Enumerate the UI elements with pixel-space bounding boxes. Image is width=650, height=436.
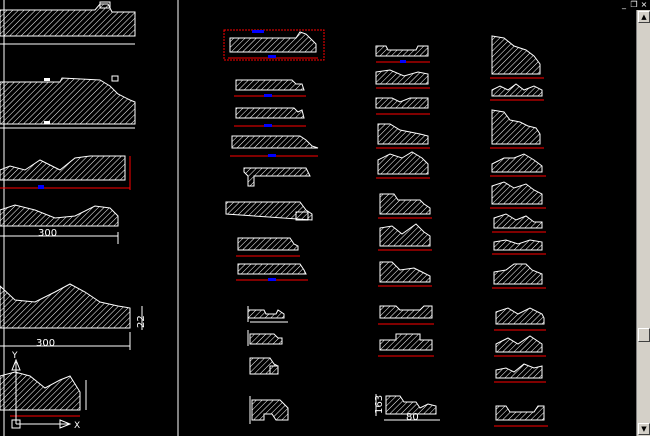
ucs-x-label: X	[74, 421, 80, 431]
dimension-300-upper: 300	[38, 228, 57, 239]
profile-left-2	[0, 75, 136, 129]
profile-col4-10	[494, 335, 546, 357]
profile-col2-8	[236, 263, 308, 281]
profile-col4-5	[490, 181, 546, 209]
profile-col3-1	[375, 45, 430, 63]
profile-col3-7	[378, 223, 432, 251]
profile-left-3	[0, 155, 131, 190]
ucs-y-label: Y	[11, 351, 18, 361]
profile-col4-3	[490, 109, 544, 149]
close-button[interactable]: ×	[640, 0, 648, 9]
profile-col3-2	[375, 69, 430, 89]
cad-drawing: 300 300 22 Y X	[0, 0, 548, 436]
profile-col2-10	[247, 330, 283, 346]
profile-col3-8	[378, 261, 432, 287]
profile-col4-1	[490, 35, 544, 79]
profile-col4-11	[494, 363, 546, 383]
profile-col3-6	[378, 193, 432, 219]
arrow-up-icon: ▲	[641, 13, 647, 21]
profile-col2-2	[234, 79, 306, 97]
dimension-22: 22	[136, 315, 147, 328]
profile-col3-4	[376, 123, 430, 149]
profile-col3-9	[378, 305, 434, 325]
profile-col2-4	[230, 135, 319, 157]
profile-left-6	[0, 371, 87, 417]
profile-col2-9	[247, 306, 288, 323]
profile-col3-5	[376, 151, 430, 179]
profile-col3-11	[375, 394, 440, 421]
profile-col4-8	[492, 263, 546, 289]
profile-col4-7	[492, 239, 546, 255]
profile-col2-11	[249, 357, 279, 375]
profile-left-5	[0, 283, 143, 350]
profile-col3-3	[375, 97, 430, 115]
arrow-down-icon: ▼	[641, 425, 647, 433]
profile-col3-10	[378, 333, 434, 357]
minimize-button[interactable]: _	[622, 0, 626, 9]
dimension-163: 163	[374, 395, 385, 414]
dimension-80: 80	[406, 412, 419, 423]
profile-col4-12	[494, 405, 548, 427]
profile-col2-1	[223, 29, 325, 61]
profile-col4-4	[490, 153, 546, 177]
scroll-up-button[interactable]: ▲	[638, 11, 650, 23]
profile-left-1	[0, 1, 136, 45]
restore-button[interactable]: ❐	[630, 0, 638, 9]
profile-left-4	[0, 204, 119, 244]
scroll-down-button[interactable]: ▼	[638, 423, 650, 435]
profile-col2-12	[249, 396, 289, 424]
ucs-icon	[11, 358, 72, 429]
vertical-scrollbar[interactable]: ▲ ▼	[636, 10, 650, 436]
drawing-canvas[interactable]: 300 300 22 Y X	[0, 0, 636, 436]
profile-col2-7	[236, 237, 300, 257]
profile-col2-3	[234, 107, 306, 127]
dimension-300-lower: 300	[36, 338, 55, 349]
profile-col2-5	[243, 167, 311, 187]
window-controls: _ ❐ ×	[620, 0, 648, 10]
profile-col4-6	[492, 213, 546, 233]
profile-col4-9	[494, 307, 546, 331]
profile-col4-2	[490, 83, 544, 101]
profile-col2-6	[225, 201, 313, 221]
scroll-thumb[interactable]	[638, 328, 650, 342]
